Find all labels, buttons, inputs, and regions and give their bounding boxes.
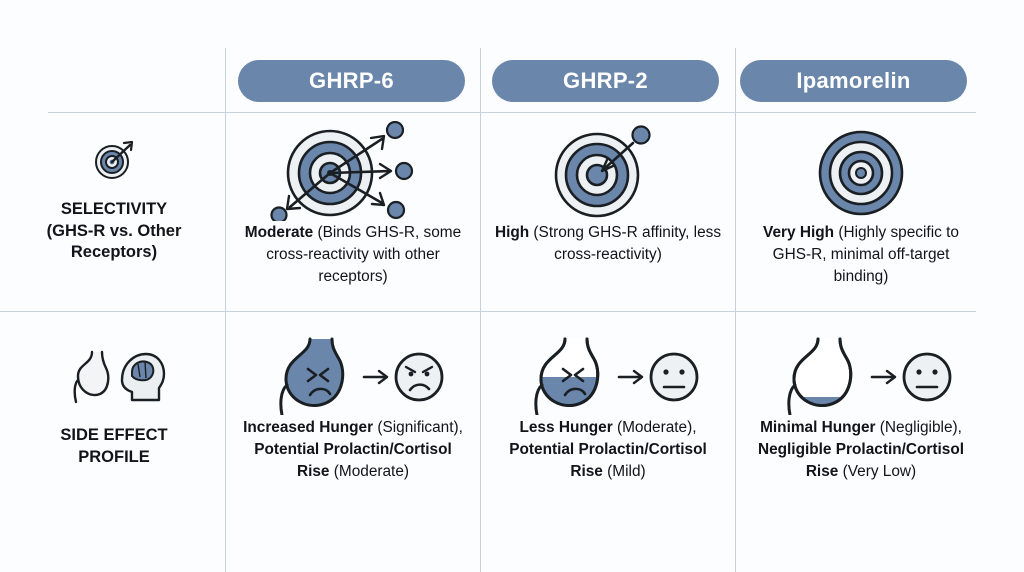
cell-side-effects-ipamorelin: Minimal Hunger (Negligible), Negligible … [740, 335, 982, 483]
cell-text-selectivity-ghrp2: High (Strong GHS-R affinity, less cross-… [487, 222, 729, 266]
seg-4: (Mild) [607, 462, 646, 480]
row-label-line-1: SIDE EFFECT [60, 425, 168, 444]
half-stomach-neutral-face-icon [487, 335, 729, 417]
seg-2: (Significant), [377, 419, 463, 436]
seg-3: Negligible Prolactin/Cortisol Rise [757, 440, 965, 480]
target-with-single-arrow-icon [487, 120, 729, 222]
row-label-selectivity: SELECTIVITY (GHS-R vs. Other Receptors) [14, 138, 214, 264]
cell-lead-text: Moderate [244, 224, 314, 241]
target-with-scatter-arrows-icon [232, 120, 474, 222]
cell-text-side-effects-ipamorelin: Minimal Hunger (Negligible), Negligible … [740, 417, 982, 483]
column-divider-3 [735, 48, 736, 572]
seg-2: (Moderate), [616, 419, 697, 436]
cell-text-side-effects-ghrp6: Increased Hunger (Significant), Potentia… [232, 417, 474, 483]
column-divider-1 [225, 48, 226, 572]
row-label-line-1: SELECTIVITY [60, 199, 168, 218]
cell-selectivity-ghrp6: Moderate (Binds GHS-R, some cross-reacti… [232, 120, 474, 288]
target-icon [14, 138, 214, 189]
cell-lead-text: Very High [763, 224, 835, 241]
cell-rest-text: (Highly specific to GHS-R, minimal off-t… [772, 224, 959, 285]
column-header-ipamorelin[interactable]: Ipamorelin [740, 60, 967, 102]
row-label-side-effect-profile: SIDE EFFECT PROFILE [14, 350, 214, 468]
cell-text-side-effects-ghrp2: Less Hunger (Moderate), Potential Prolac… [487, 417, 729, 483]
row-label-line-2: (GHS-R vs. Other [46, 221, 182, 240]
cell-side-effects-ghrp6: Increased Hunger (Significant), Potentia… [232, 335, 474, 483]
target-clean-icon [740, 120, 982, 222]
seg-2: (Negligible), [879, 419, 962, 436]
seg-1: Minimal Hunger [760, 419, 880, 436]
seg-4: (Moderate) [333, 462, 410, 480]
cell-text-selectivity-ghrp6: Moderate (Binds GHS-R, some cross-reacti… [232, 222, 474, 288]
cell-side-effects-ghrp2: Less Hunger (Moderate), Potential Prolac… [487, 335, 729, 483]
row-label-line-3: Receptors) [70, 243, 158, 262]
seg-1: Increased Hunger [243, 419, 378, 436]
cell-rest-text: (Strong GHS-R affinity, less cross-react… [529, 224, 722, 263]
column-header-ghrp2[interactable]: GHRP-2 [492, 60, 719, 102]
row-divider-line [0, 311, 976, 312]
stomach-and-brain-icon [14, 350, 214, 415]
seg-3: Potential Prolactin/Cortisol Rise [509, 440, 707, 480]
seg-4: (Very Low) [842, 462, 917, 480]
column-header-ghrp6[interactable]: GHRP-6 [238, 60, 465, 102]
cell-lead-text: High [494, 224, 530, 241]
cell-text-selectivity-ipamorelin: Very High (Highly specific to GHS-R, min… [740, 222, 982, 288]
row-label-line-2: PROFILE [78, 447, 150, 466]
full-stomach-distressed-face-icon [232, 335, 474, 417]
seg-3: Potential Prolactin/Cortisol Rise [254, 440, 452, 480]
header-divider-line [48, 112, 976, 113]
cell-selectivity-ipamorelin: Very High (Highly specific to GHS-R, min… [740, 120, 982, 288]
cell-rest-text: (Binds GHS-R, some cross-reactivity with… [266, 224, 462, 285]
cell-selectivity-ghrp2: High (Strong GHS-R affinity, less cross-… [487, 120, 729, 266]
seg-1: Less Hunger [519, 419, 617, 436]
empty-stomach-neutral-face-icon [740, 335, 982, 417]
column-divider-2 [480, 48, 481, 572]
